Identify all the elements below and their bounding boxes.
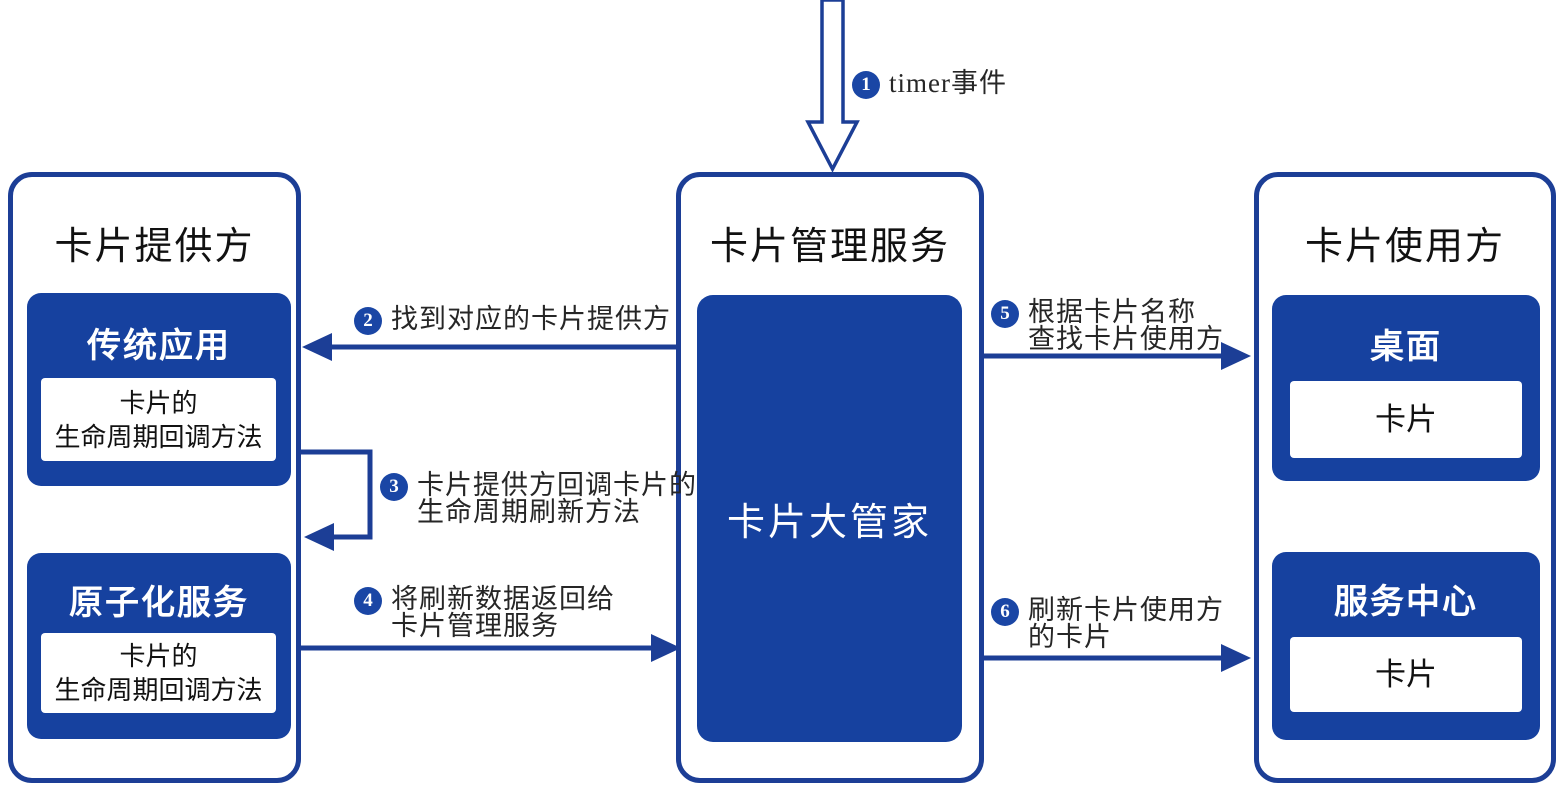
- step-2-label: 2 找到对应的卡片提供方: [354, 306, 671, 335]
- card-label: 卡片: [1375, 656, 1437, 692]
- step-3-label: 3 卡片提供方回调卡片的 生命周期刷新方法: [380, 472, 697, 526]
- manager-title: 卡片管理服务: [709, 226, 950, 268]
- lifecycle-line2: 生命周期回调方法: [54, 421, 263, 452]
- step-4-label: 4 将刷新数据返回给 卡片管理服务: [354, 586, 615, 640]
- step-6-text-line1: 刷新卡片使用方: [1028, 595, 1224, 625]
- arrow-step6-head: [1221, 644, 1251, 672]
- step-5-badge: 5: [991, 300, 1019, 328]
- provider-title: 卡片提供方: [54, 226, 255, 268]
- step-4-text-line2: 卡片管理服务: [391, 611, 559, 641]
- step-3-text-line1: 卡片提供方回调卡片的: [417, 470, 697, 500]
- box-traditional-app: 传统应用 卡片的 生命周期回调方法: [27, 293, 291, 486]
- step-5-label: 5 根据卡片名称 查找卡片使用方: [991, 299, 1224, 353]
- step-1-label: 1 timer事件: [852, 70, 1007, 99]
- lifecycle-line1: 卡片的: [119, 387, 198, 418]
- step-5-text-line2: 查找卡片使用方: [1028, 324, 1224, 354]
- card-label: 卡片: [1375, 401, 1437, 437]
- box-desktop: 桌面 卡片: [1272, 295, 1540, 481]
- manager-column: 卡片管理服务 卡片大管家: [676, 172, 984, 783]
- step-6-label: 6 刷新卡片使用方 的卡片: [991, 597, 1224, 651]
- step-3-text-line2: 生命周期刷新方法: [417, 497, 641, 527]
- atomic-service-lifecycle-box: 卡片的 生命周期回调方法: [41, 633, 276, 713]
- service-center-card-box: 卡片: [1290, 637, 1522, 712]
- step-3-badge: 3: [380, 473, 408, 501]
- lifecycle-line2: 生命周期回调方法: [54, 675, 263, 705]
- desktop-card-box: 卡片: [1290, 381, 1522, 458]
- step-1-text: timer事件: [889, 68, 1007, 98]
- box-atomic-service: 原子化服务 卡片的 生命周期回调方法: [27, 553, 291, 739]
- arrow-step4-head: [651, 634, 681, 662]
- box-service-center: 服务中心 卡片: [1272, 552, 1540, 740]
- card-manager-label: 卡片大管家: [726, 502, 932, 544]
- consumer-title: 卡片使用方: [1304, 226, 1505, 268]
- arrow-step3-loop: [301, 449, 373, 540]
- consumer-column: 卡片使用方 桌面 卡片 服务中心 卡片: [1254, 172, 1556, 783]
- traditional-app-title: 传统应用: [87, 327, 231, 365]
- step-6-text-line2: 的卡片: [1028, 622, 1112, 652]
- traditional-app-lifecycle-box: 卡片的 生命周期回调方法: [41, 378, 276, 461]
- lifecycle-line1: 卡片的: [119, 641, 198, 671]
- step-4-badge: 4: [354, 587, 382, 615]
- desktop-title: 桌面: [1370, 328, 1442, 366]
- step-6-badge: 6: [991, 598, 1019, 626]
- arrow-step3-head: [304, 523, 334, 551]
- arrow-step2-head: [302, 333, 332, 361]
- step-5-text-line1: 根据卡片名称: [1028, 297, 1196, 327]
- step-1-badge: 1: [852, 71, 880, 99]
- atomic-service-title: 原子化服务: [69, 584, 249, 622]
- step-2-text: 找到对应的卡片提供方: [391, 304, 671, 334]
- provider-column: 卡片提供方 传统应用 卡片的 生命周期回调方法 原子化服务 卡片的 生命周期回调…: [8, 172, 301, 783]
- arrow-step5-head: [1221, 342, 1251, 370]
- box-card-manager: 卡片大管家: [697, 295, 962, 742]
- service-center-title: 服务中心: [1334, 583, 1478, 621]
- step-4-text-line1: 将刷新数据返回给: [391, 584, 615, 614]
- step-2-badge: 2: [354, 307, 382, 335]
- timer-down-arrow: [805, 0, 860, 173]
